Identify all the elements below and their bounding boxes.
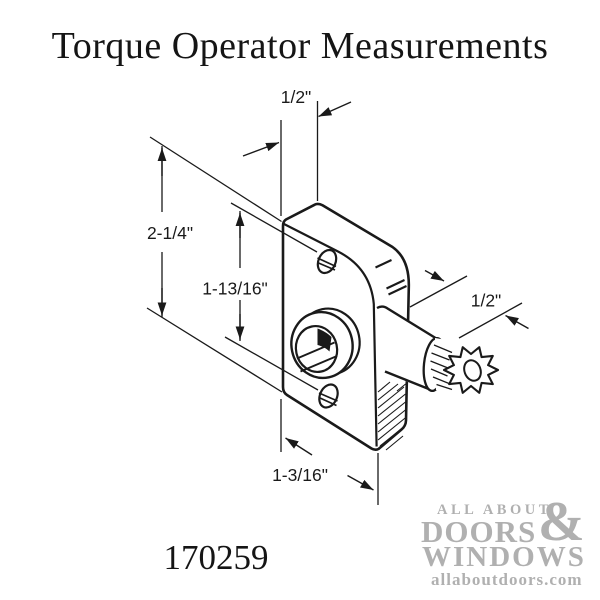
mounting-hole-bottom: [318, 383, 339, 409]
mounting-hole-top: [316, 248, 338, 275]
break-tick-marks: [375, 259, 407, 296]
spline-bore-hole: [463, 359, 482, 382]
spline-ridges: [430, 344, 453, 391]
watermark-domain: allaboutdoors.com: [431, 570, 583, 589]
watermark-all-about: ALL ABOUT: [437, 502, 552, 518]
dimension-labels: 1/2" 2-1/4" 1-13/16" 1/2" 1-3/16": [147, 87, 501, 485]
spindle-boss: [290, 307, 361, 380]
watermark-ampersand: &: [538, 491, 585, 553]
plate-front-edge: [283, 223, 378, 447]
side-hatching: [377, 381, 406, 451]
socket-shadow: [317, 328, 332, 352]
dim-label-top-offset: 1/2": [281, 87, 312, 107]
spline-shaft: [376, 305, 500, 396]
dimension-lines: [146, 101, 523, 505]
watermark-doors: DOORS: [421, 514, 537, 549]
watermark-windows: WINDOWS: [422, 541, 586, 573]
page-title: Torque Operator Measurements: [51, 25, 549, 67]
dimension-arrows: [157, 101, 529, 491]
part-number: 170259: [163, 538, 269, 577]
dim-label-plate-width: 1-3/16": [272, 465, 328, 485]
dim-label-shaft-length: 1/2": [471, 291, 502, 311]
dim-label-plate-height: 2-1/4": [147, 223, 193, 243]
dim-label-screw-spacing: 1-13/16": [202, 279, 268, 299]
